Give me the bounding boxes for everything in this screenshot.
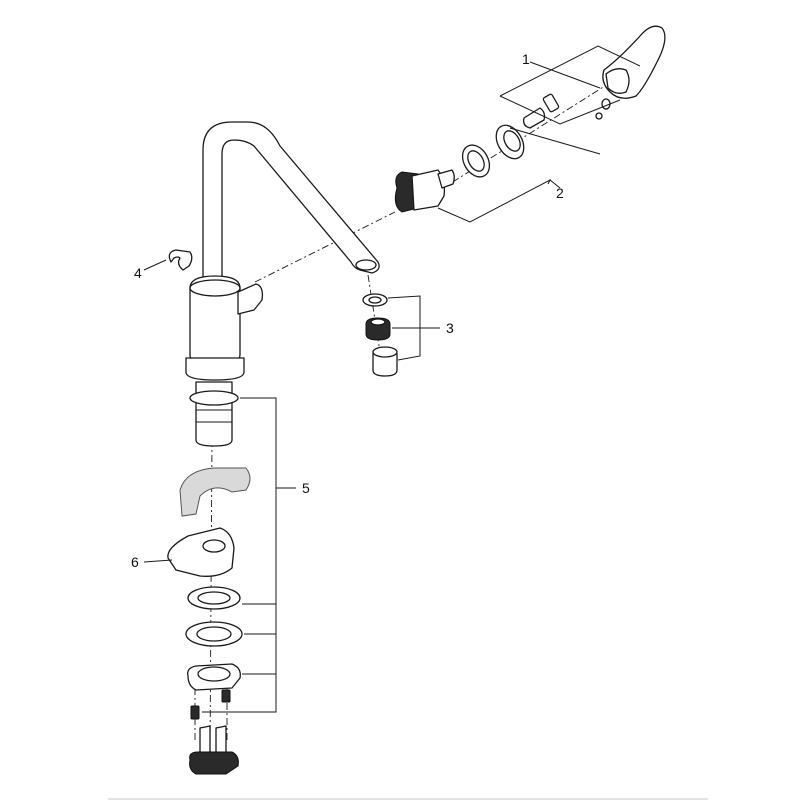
fixing-flange-bore	[197, 666, 231, 682]
splash-gasket	[179, 467, 251, 517]
leader-2	[437, 178, 552, 223]
plug-button	[595, 112, 603, 120]
axis-cartridge	[254, 211, 396, 283]
leader-3-bracket	[387, 295, 421, 361]
leader-4	[143, 259, 167, 271]
lock-nut-bore	[467, 150, 485, 172]
lever-handle-socket	[605, 68, 630, 94]
handle-screw	[542, 93, 560, 113]
housing-base-collar	[185, 357, 245, 381]
leader-lines	[143, 45, 641, 713]
leader-6	[143, 559, 173, 563]
callout-6: 6	[131, 554, 139, 570]
aerator-washer-hole	[368, 296, 382, 304]
faucet-body	[185, 121, 380, 381]
leader-5-bracket	[202, 397, 277, 713]
handle-assembly	[522, 25, 666, 129]
leader-1	[529, 61, 601, 89]
leader-2-tick	[549, 179, 561, 189]
callout-5: 5	[302, 480, 310, 496]
aerator-housing-top	[372, 346, 398, 358]
cartridge-stem	[437, 169, 455, 189]
metal-washer-hole	[196, 626, 232, 642]
spout	[202, 121, 380, 283]
rubber-washer-hole	[197, 591, 231, 605]
housing-side-port	[237, 283, 264, 315]
callout-4: 4	[134, 265, 142, 281]
shank-o-ring	[189, 390, 239, 406]
cover-cap-bore	[503, 130, 521, 152]
housing-top-rim	[189, 279, 241, 297]
leader-1-bracket-bottom	[499, 95, 621, 125]
leader-1-bracket-low	[509, 127, 601, 155]
mounting-assembly	[167, 381, 251, 775]
axis-handle	[439, 83, 609, 191]
retaining-clip	[168, 249, 193, 271]
callout-2: 2	[556, 185, 564, 201]
horseshoe-washer	[167, 527, 235, 577]
callout-1: 1	[522, 51, 530, 67]
aerator-insert-top	[370, 318, 386, 326]
flange-screw	[221, 689, 231, 703]
leader-1-bracket-top	[499, 45, 641, 97]
horseshoe-washer-hole	[202, 539, 226, 553]
cartridge-assembly	[394, 124, 525, 213]
handle-adapter	[522, 107, 546, 129]
mounting-stud-nut	[189, 751, 239, 775]
callout-3: 3	[446, 320, 454, 336]
mounting-screw	[190, 705, 200, 720]
spout-outlet	[355, 259, 377, 271]
aerator-assembly	[362, 293, 398, 377]
